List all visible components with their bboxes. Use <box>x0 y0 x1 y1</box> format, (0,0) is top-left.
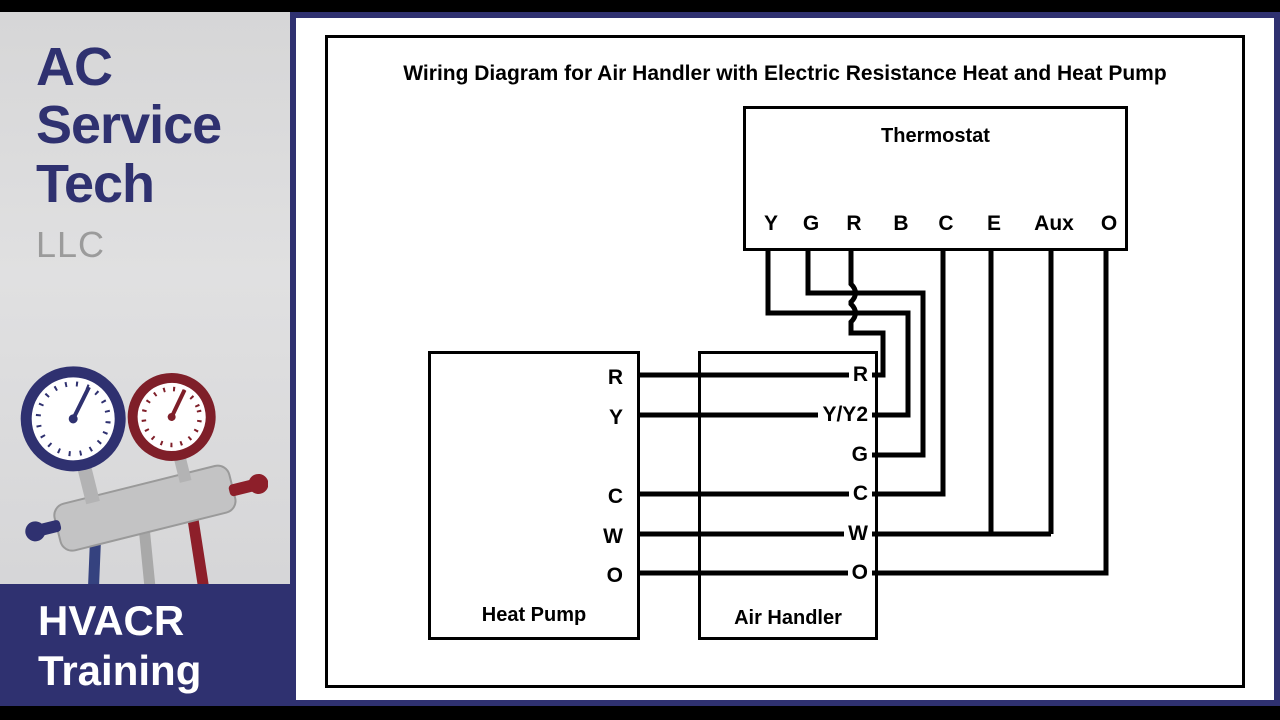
diagram-area: Wiring Diagram for Air Handler with Elec… <box>290 12 1280 706</box>
wire-g <box>805 251 926 458</box>
gauge-blue-ticks <box>35 381 111 457</box>
thermostat-terminal-b: B <box>893 212 909 235</box>
heat-pump-terminal-r: R <box>607 366 623 389</box>
brand-footer: HVACR Training <box>0 584 290 706</box>
thermostat-terminal-r: R <box>846 212 862 235</box>
thermostat-box: Thermostat Y G R B C E Aux O <box>743 106 1128 251</box>
company-logo-text: AC Service Tech LLC <box>36 37 222 265</box>
air-handler-terminal-c: C <box>848 482 872 506</box>
footer-line2: Training <box>38 647 202 695</box>
valve-left-knob <box>25 521 46 542</box>
letterbox-top <box>0 0 1280 12</box>
heat-pump-box: R Y C W O Heat Pump <box>428 351 640 640</box>
gauge-red-needle <box>169 389 187 418</box>
heat-pump-terminal-w: W <box>603 525 623 548</box>
air-handler-terminal-y2: Y/Y2 <box>818 403 872 427</box>
thermostat-terminal-c: C <box>938 212 954 235</box>
thermostat-terminal-g: G <box>802 212 820 235</box>
valve-right-knob <box>248 473 268 494</box>
thermostat-terminal-y: Y <box>763 212 779 235</box>
footer-line1: HVACR <box>38 597 185 644</box>
company-name-line2: Service <box>36 95 222 156</box>
heat-pump-terminal-c: C <box>607 485 623 508</box>
heat-pump-terminal-o: O <box>606 564 623 587</box>
diagram-title: Wiring Diagram for Air Handler with Elec… <box>403 62 1167 85</box>
gauge-blue-needle <box>71 386 91 420</box>
hose-red <box>187 513 209 590</box>
company-name-line1: AC <box>36 37 113 97</box>
diagram-panel: Wiring Diagram for Air Handler with Elec… <box>325 35 1245 688</box>
gauge-manifold-illustration <box>20 366 268 608</box>
company-llc-label: LLC <box>36 223 106 265</box>
air-handler-terminals-layer: R Y/Y2 G C W O Air Handler <box>698 351 878 640</box>
thermostat-terminal-o: O <box>1100 212 1118 235</box>
heat-pump-terminal-y: Y <box>608 406 623 429</box>
gauge-blue-hub <box>68 414 78 424</box>
wire-r <box>640 251 886 378</box>
thermostat-terminal-aux: Aux <box>1034 212 1074 235</box>
air-handler-terminal-o: O <box>847 561 872 585</box>
air-handler-label: Air Handler <box>734 607 842 629</box>
brand-sidebar: AC Service Tech LLC <box>0 12 290 706</box>
thermostat-terminal-e: E <box>986 212 1002 235</box>
air-handler-terminal-r: R <box>848 363 872 387</box>
air-handler-terminal-g: G <box>847 443 872 467</box>
thermostat-label: Thermostat <box>881 125 990 147</box>
heat-pump-label: Heat Pump <box>481 604 587 626</box>
company-name-line3: Tech <box>36 153 155 214</box>
gauge-red-ticks <box>141 386 202 448</box>
air-handler-terminal-w: W <box>844 522 872 546</box>
letterbox-bottom <box>0 706 1280 720</box>
wire-c <box>640 251 946 497</box>
wire-o <box>640 251 1109 576</box>
gauge-red-hub <box>167 412 176 421</box>
